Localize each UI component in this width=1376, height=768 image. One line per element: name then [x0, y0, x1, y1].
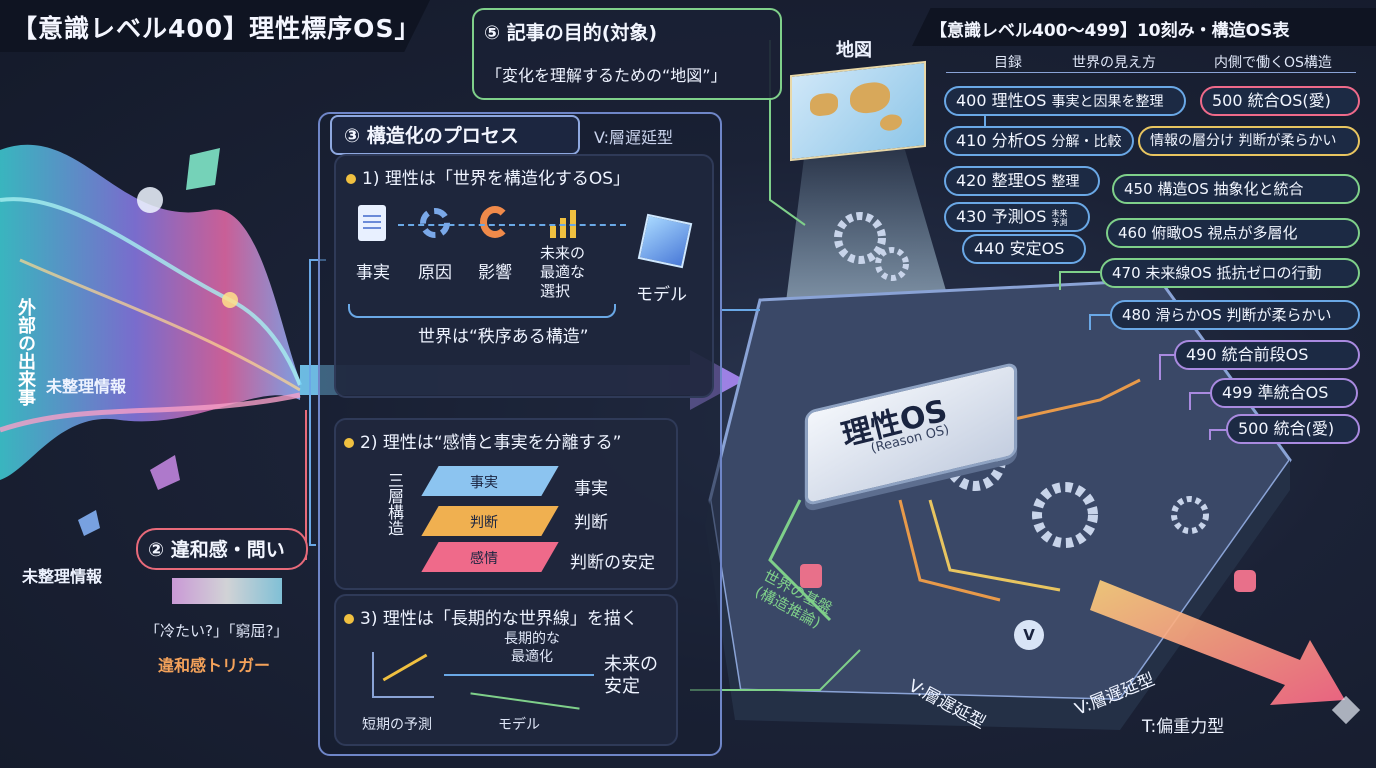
- level-480-pill: 480 滑らかOS 判断が柔らかい: [1110, 300, 1360, 330]
- structuring-title: ③ 構造化のプロセス: [344, 121, 519, 148]
- table-header-os: 内側で働くOS構造: [1214, 52, 1332, 72]
- t-type-label: T:偏重力型: [1142, 712, 1224, 737]
- lock-icon: [800, 564, 822, 588]
- crystal: [150, 455, 180, 490]
- model-label: モデル: [636, 280, 687, 305]
- outer-events-label: 外部の出来事: [14, 298, 36, 406]
- layering-pill: 情報の層分け 判断が柔らかい: [1138, 126, 1360, 156]
- right-judgment: 判断: [574, 508, 608, 533]
- gears-icon: [420, 208, 450, 238]
- purpose-text: 「変化を理解するための“地図”」: [486, 62, 727, 86]
- cube-model-icon: [638, 214, 693, 269]
- level-499-pill: 499 準統合OS: [1210, 378, 1358, 408]
- level-500-love-pill: 500 統合(愛): [1226, 414, 1360, 444]
- page-title: 【意識レベル400】理性標序OS」: [12, 9, 420, 45]
- world-order-caption: 世界は“秩序ある構造”: [418, 322, 589, 347]
- section2-title-text: 2) 理性は“感情と事実を分離する”: [360, 433, 621, 453]
- crystal: [78, 510, 100, 536]
- vtype-label: V:層遅延型: [594, 124, 673, 148]
- level-450-pill: 450 構造OS 抽象化と統合: [1112, 174, 1360, 204]
- bullet-dot: [344, 614, 354, 624]
- step-fact: 事実: [356, 258, 390, 283]
- section3-title-text: 3) 理性は「長期的な世界線」を描く: [360, 609, 638, 629]
- level-500-pill: 500 統合OS(愛): [1200, 86, 1360, 116]
- section3-title: 3) 理性は「長期的な世界線」を描く: [344, 604, 638, 629]
- step-cause: 原因: [418, 258, 452, 283]
- short-pred-label: 短期の予測: [362, 714, 432, 734]
- dissonance-title: ② 違和感・問い: [148, 535, 285, 562]
- document-icon: [358, 205, 386, 241]
- right-stable: 判断の安定: [570, 548, 655, 573]
- level-490-pill: 490 統合前段OS: [1174, 340, 1360, 370]
- three-layer-label: 三層構造: [384, 472, 404, 536]
- unorganized-info-label-2: 未整理情報: [22, 563, 102, 587]
- crystal: [186, 148, 220, 190]
- level-430-pill: 430 予測OS 未来 予測: [944, 202, 1090, 232]
- long-opt-label: 長期的な 最適化: [504, 630, 560, 666]
- v-badge-icon: V: [1014, 620, 1044, 650]
- bullet-dot: [344, 438, 354, 448]
- purpose-title: ⑤ 記事の目的(対象): [484, 18, 657, 45]
- level-440-pill: 440 安定OS: [962, 234, 1086, 264]
- trigger-label: 違和感トリガー: [158, 652, 270, 676]
- map-icon: [790, 61, 926, 161]
- bracket-line: [348, 304, 616, 318]
- future-stable-label: 未来の 安定: [604, 654, 658, 698]
- unorganized-info-label-1: 未整理情報: [46, 373, 126, 397]
- step-impact: 影響: [478, 258, 512, 283]
- questions-text: 「冷たい?」「窮屈?」: [145, 620, 288, 641]
- table-title: 【意識レベル400〜499】10刻み・構造OS表: [930, 16, 1289, 41]
- section1-title: 1) 理性は「世界を構造化するOS」: [346, 164, 630, 189]
- section2-title: 2) 理性は“感情と事実を分離する”: [344, 428, 621, 453]
- bubble: [222, 292, 238, 308]
- map-label: 地図: [836, 36, 872, 62]
- axis-chart-icon: [372, 652, 434, 698]
- section1-panel: [334, 154, 714, 398]
- layer-fact-label: 事実: [470, 472, 498, 492]
- layer-judgment-label: 判断: [470, 512, 498, 532]
- bubble: [137, 187, 163, 213]
- level-470-pill: 470 未来線OS 抵抗ゼロの行動: [1100, 258, 1360, 288]
- heart-icon: [1234, 570, 1256, 592]
- level-400-pill: 400 理性OS 事実と因果を整理: [944, 86, 1186, 116]
- model-label-2: モデル: [498, 714, 540, 734]
- section1-title-text: 1) 理性は「世界を構造化するOS」: [362, 169, 630, 189]
- magnet-icon: [480, 206, 510, 238]
- layer-emotion-label: 感情: [470, 548, 498, 568]
- level-410-pill: 410 分析OS 分解・比較: [944, 126, 1134, 156]
- right-fact: 事実: [574, 474, 608, 499]
- bullet-dot: [346, 174, 356, 184]
- glitch-block: [172, 578, 282, 604]
- table-header-catalog: 目録: [994, 52, 1022, 72]
- level-460-pill: 460 俯瞰OS 視点が多層化: [1106, 218, 1360, 248]
- step-future-choice: 未来の 最適な 選択: [540, 244, 585, 301]
- growth-chart-icon: [548, 200, 584, 238]
- table-header-view: 世界の見え方: [1072, 52, 1156, 72]
- level-420-pill: 420 整理OS 整理: [944, 166, 1100, 196]
- step-arrows: [398, 224, 626, 228]
- table-header-line: [946, 72, 1356, 73]
- future-arrow: [444, 674, 594, 676]
